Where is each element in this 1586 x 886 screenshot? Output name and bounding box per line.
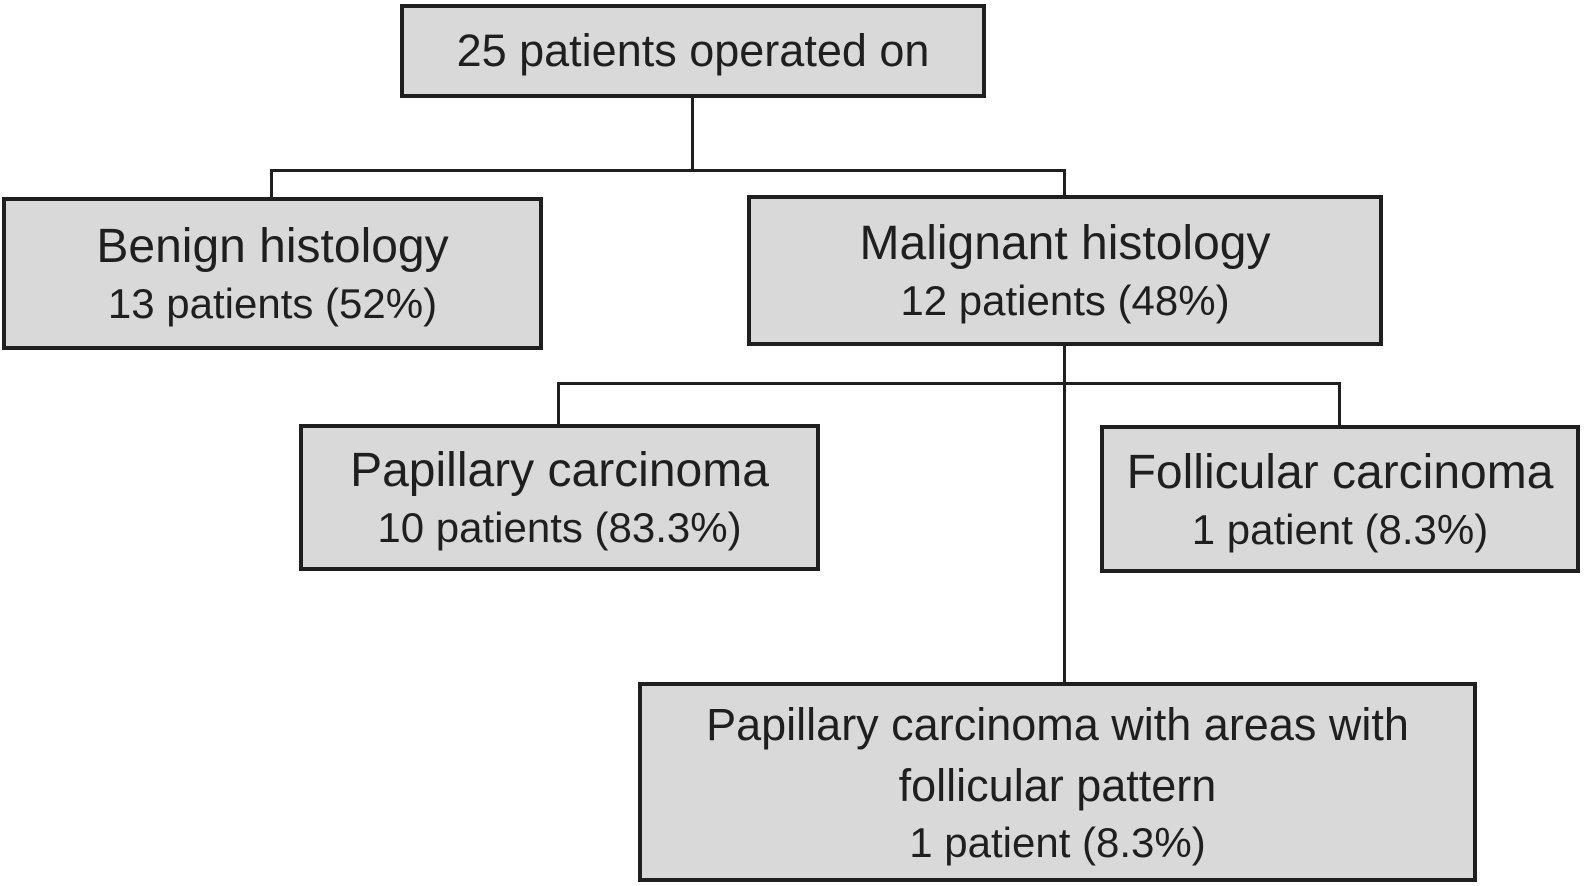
node-benign-title: Benign histology [96,220,449,274]
node-malignant-title: Malignant histology [859,217,1271,271]
connector-papillary-drop [557,382,560,426]
connector-benign-drop [270,169,273,199]
node-follicular-detail: 1 patient (8.3%) [1191,505,1489,553]
connector-level1-bar [270,169,1066,172]
node-benign-histology: Benign histology 13 patients (52%) [2,197,543,350]
node-papillary-follicular-pattern: Papillary carcinoma with areas with foll… [638,682,1477,882]
node-malignant-detail: 12 patients (48%) [900,277,1230,325]
node-follicular-title: Follicular carcinoma [1126,445,1554,499]
connector-root-stem [691,98,694,172]
connector-malignant-spine [1063,344,1066,684]
node-root-title: 25 patients operated on [456,24,930,76]
node-benign-detail: 13 patients (52%) [107,280,438,328]
connector-malignant-drop [1063,169,1066,197]
node-papillary-carcinoma: Papillary carcinoma 10 patients (83.3%) [299,424,820,571]
node-papillary-detail: 10 patients (83.3%) [377,504,742,552]
node-pfp-title: Papillary carcinoma with areas with foll… [706,699,1409,811]
node-papillary-title: Papillary carcinoma [350,444,769,498]
node-root: 25 patients operated on [400,4,986,98]
connector-level2-bar [557,382,1341,385]
node-follicular-carcinoma: Follicular carcinoma 1 patient (8.3%) [1100,425,1580,573]
node-malignant-histology: Malignant histology 12 patients (48%) [747,195,1383,346]
node-pfp-detail: 1 patient (8.3%) [909,818,1206,866]
connector-follicular-drop [1338,382,1341,427]
